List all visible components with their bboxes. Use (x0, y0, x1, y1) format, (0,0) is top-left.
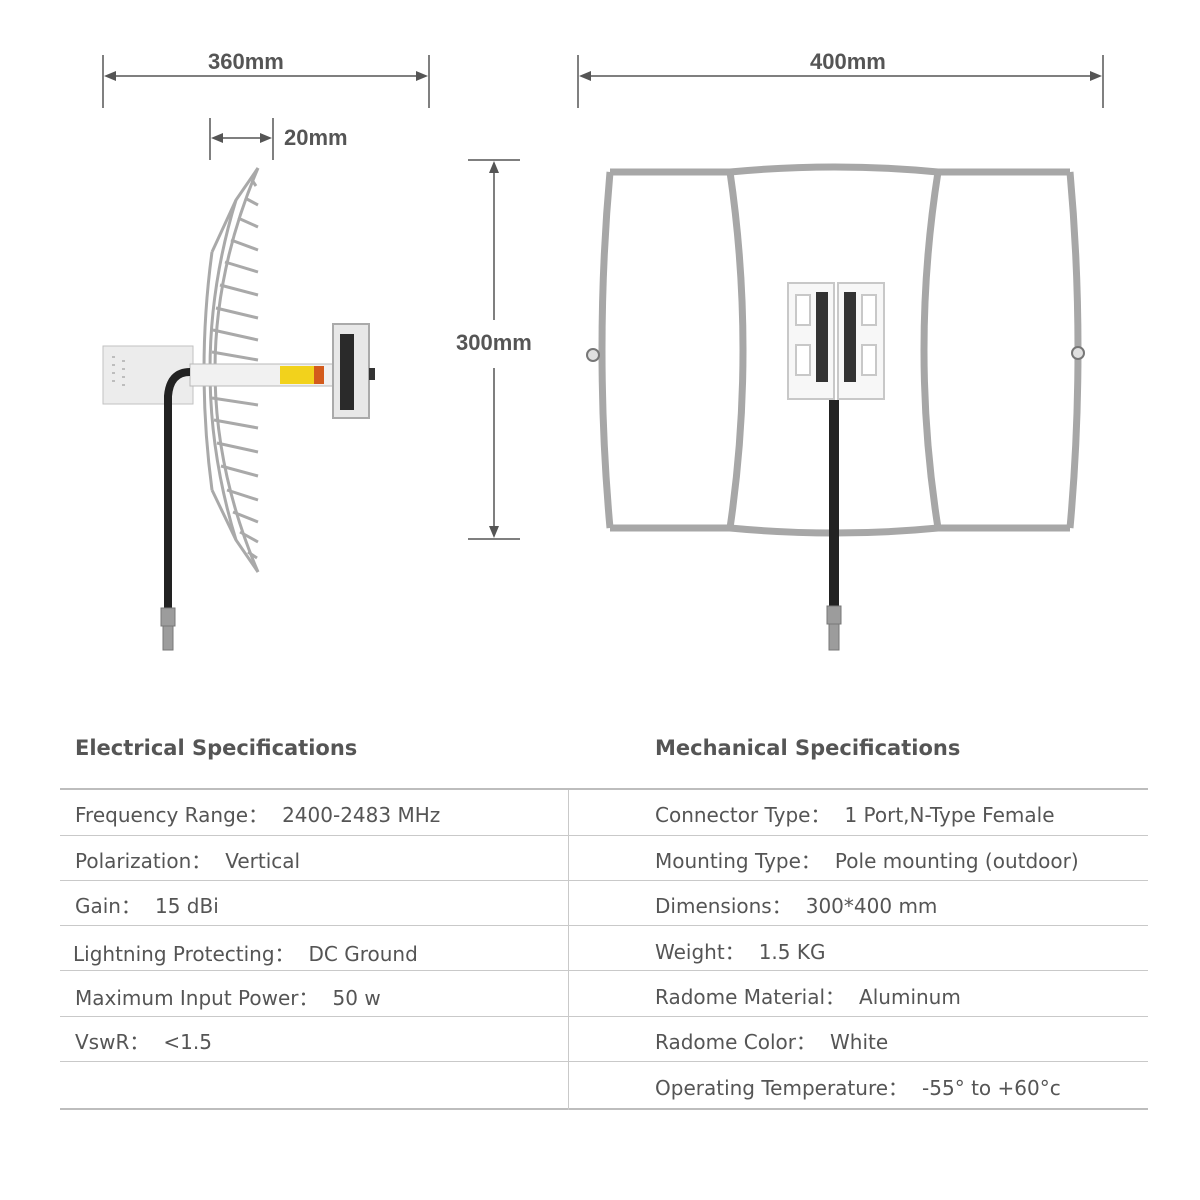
spec-value: White (830, 1030, 889, 1054)
table-row-rule (60, 925, 1148, 926)
electrical-row-vswr: VswR： <1.5 (75, 1026, 212, 1055)
spec-label: Frequency Range (75, 803, 249, 827)
spec-value: 15 dBi (155, 894, 219, 918)
table-top-rule (60, 788, 1148, 790)
spec-value: 1.5 KG (758, 940, 826, 964)
spec-separator: ： (129, 1030, 150, 1054)
spec-value: -55° to +60°c (922, 1076, 1061, 1100)
mechanical-spec-heading: Mechanical Specifications (655, 736, 961, 760)
mechanical-row-radome-material: Radome Material： Aluminum (655, 981, 961, 1010)
electrical-row-lightning: Lightning Protecting： DC Ground (73, 938, 418, 967)
spec-separator: ： (796, 1030, 817, 1054)
front-n-connector (826, 605, 842, 651)
table-bottom-rule (60, 1108, 1148, 1110)
spec-value: 2400-2483 MHz (282, 803, 441, 827)
spec-value: Vertical (225, 849, 301, 873)
mechanical-row-mounting: Mounting Type： Pole mounting (outdoor) (655, 845, 1079, 874)
front-feed (787, 282, 885, 400)
electrical-spec-heading: Electrical Specifications (75, 736, 358, 760)
spec-separator: ： (121, 894, 141, 918)
spec-separator: ： (800, 849, 821, 873)
table-row-rule (60, 1061, 1148, 1062)
dimension-360mm (102, 55, 430, 108)
spec-separator: ： (724, 940, 745, 964)
table-row-rule (60, 835, 1148, 836)
antenna-front-view (586, 163, 1085, 651)
spec-label: Gain (75, 894, 121, 918)
electrical-row-gain: Gain： 15 dBi (75, 890, 219, 919)
antenna-side-view (102, 167, 375, 651)
spec-label: Operating Temperature (655, 1076, 889, 1100)
spec-label: Maximum Input Power (75, 986, 299, 1010)
front-cable (829, 400, 839, 608)
dimension-300mm (468, 159, 520, 540)
spec-separator: ： (771, 894, 792, 918)
spec-value: <1.5 (163, 1030, 212, 1054)
spec-separator: ： (248, 803, 269, 827)
spec-label: VswR (75, 1030, 130, 1054)
spec-separator: ： (298, 986, 319, 1010)
spec-separator: ： (888, 1076, 909, 1100)
mechanical-row-temperature: Operating Temperature： -55° to +60°c (655, 1072, 1061, 1101)
side-cable (164, 368, 191, 610)
spec-label: Radome Color (655, 1030, 797, 1054)
mechanical-row-radome-color: Radome Color： White (655, 1026, 888, 1055)
dimension-label-400mm: 400mm (810, 49, 886, 74)
mechanical-row-weight: Weight： 1.5 KG (655, 936, 825, 965)
side-n-connector (160, 607, 176, 651)
spec-separator: ： (274, 942, 295, 966)
dimension-400mm (577, 55, 1104, 108)
mechanical-row-dimensions: Dimensions： 300*400 mm (655, 890, 937, 919)
electrical-row-frequency: Frequency Range： 2400-2483 MHz (75, 799, 440, 828)
dimension-20mm (209, 118, 274, 160)
table-row-rule (60, 970, 1148, 971)
spec-separator: ： (191, 849, 212, 873)
front-grid-frame (598, 163, 1082, 537)
spec-label: Weight (655, 940, 725, 964)
electrical-row-input-power: Maximum Input Power： 50 w (75, 982, 381, 1011)
dimension-label-300mm: 300mm (456, 330, 532, 355)
antenna-drawing (102, 55, 1104, 651)
front-screw-right (1071, 346, 1085, 360)
spec-value: Pole mounting (outdoor) (834, 849, 1079, 873)
spec-separator: ： (825, 985, 846, 1009)
spec-value: Aluminum (859, 985, 961, 1009)
spec-separator: ： (810, 803, 831, 827)
spec-label: Polarization (75, 849, 192, 873)
dimension-label-360mm: 360mm (208, 49, 284, 74)
mechanical-row-connector: Connector Type： 1 Port,N-Type Female (655, 799, 1055, 828)
table-row-rule (60, 880, 1148, 881)
dimension-label-20mm: 20mm (284, 125, 348, 150)
spec-value: 1 Port,N-Type Female (844, 803, 1055, 827)
spec-label: Dimensions (655, 894, 772, 918)
table-column-divider (568, 790, 569, 1110)
spec-label: Lightning Protecting (73, 942, 275, 966)
table-row-rule (60, 1016, 1148, 1017)
spec-label: Radome Material (655, 985, 826, 1009)
spec-label: Connector Type (655, 803, 811, 827)
spec-value: 300*400 mm (805, 894, 938, 918)
front-screw-left (586, 348, 600, 362)
electrical-row-polarization: Polarization： Vertical (75, 845, 300, 874)
spec-value: 50 w (332, 986, 381, 1010)
warning-label (280, 366, 314, 384)
spec-value: DC Ground (308, 942, 418, 966)
spec-label: Mounting Type (655, 849, 801, 873)
